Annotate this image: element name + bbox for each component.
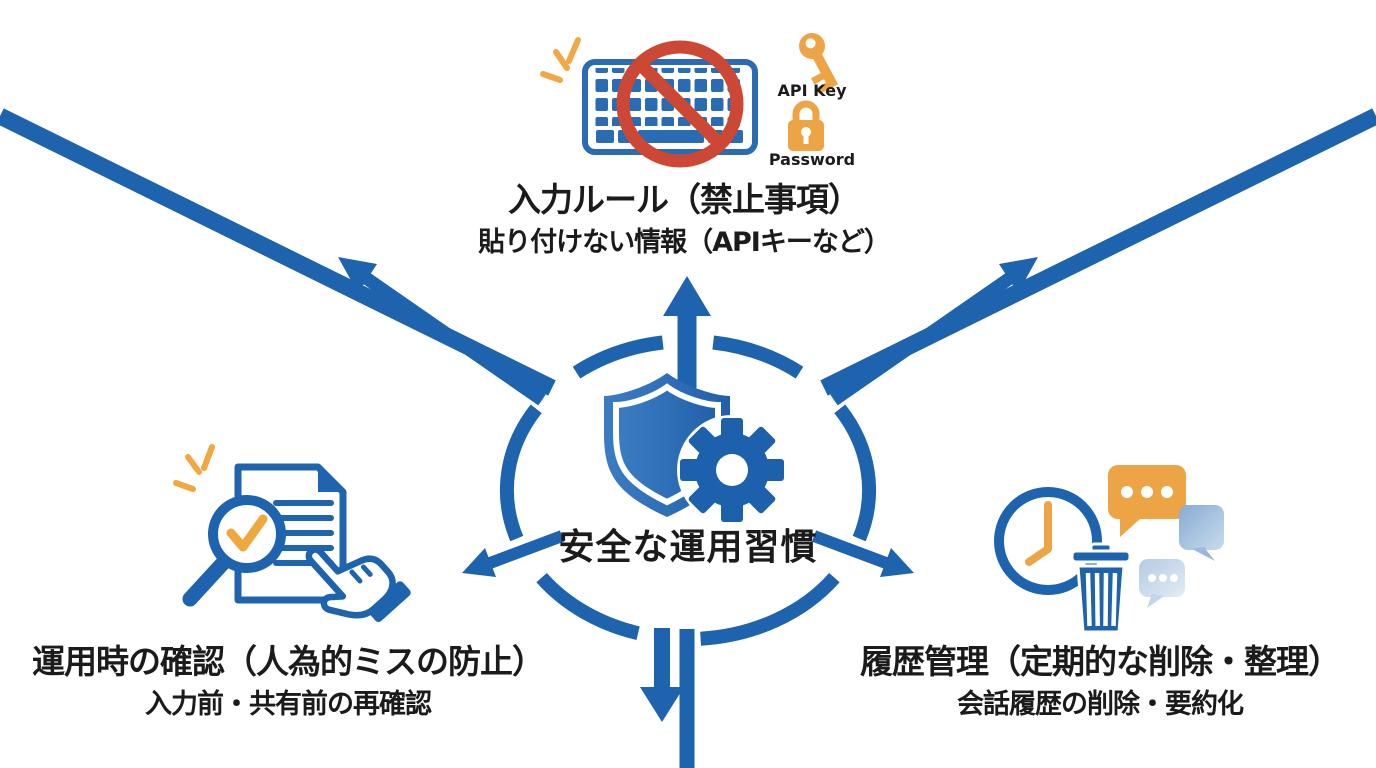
arrow-bottom-right: [811, 530, 914, 577]
emphasis-sparks-top: [540, 37, 581, 83]
right-title: 履歴管理（定期的な削除・整理）: [860, 642, 1341, 681]
top-title: 入力ルール（禁止事項）: [508, 180, 861, 219]
arrow-top: [663, 276, 711, 388]
emphasis-sparks-left: [173, 444, 215, 492]
gear-icon: [677, 415, 787, 525]
key-icon: [799, 33, 839, 94]
password-label: Password: [768, 150, 856, 169]
clock-icon: [994, 487, 1102, 595]
arrow-top-right: [830, 257, 1038, 406]
trash-icon: [1070, 542, 1132, 634]
left-subtitle: 入力前・共有前の再確認: [145, 689, 432, 720]
right-subtitle: 会話履歴の削除・要約化: [957, 689, 1244, 720]
prohibition-icon: [616, 40, 744, 168]
magnifier-check-icon: [182, 495, 286, 607]
lock-icon: [788, 100, 824, 151]
hand-pointer-icon: [305, 546, 411, 623]
top-subtitle: 貼り付けない情報（APIキーなど）: [478, 227, 891, 258]
center-label: 安全な運用習慣: [558, 527, 818, 568]
api-key-label: API Key: [777, 81, 847, 100]
left-title: 運用時の確認（人為的ミスの防止）: [32, 642, 545, 681]
arrow-bottom: [640, 628, 684, 722]
arrow-bottom-left: [462, 530, 565, 577]
hub-ring: [499, 335, 877, 646]
arrow-top-left: [338, 257, 546, 406]
chat-bubbles-icon: [1108, 465, 1224, 608]
